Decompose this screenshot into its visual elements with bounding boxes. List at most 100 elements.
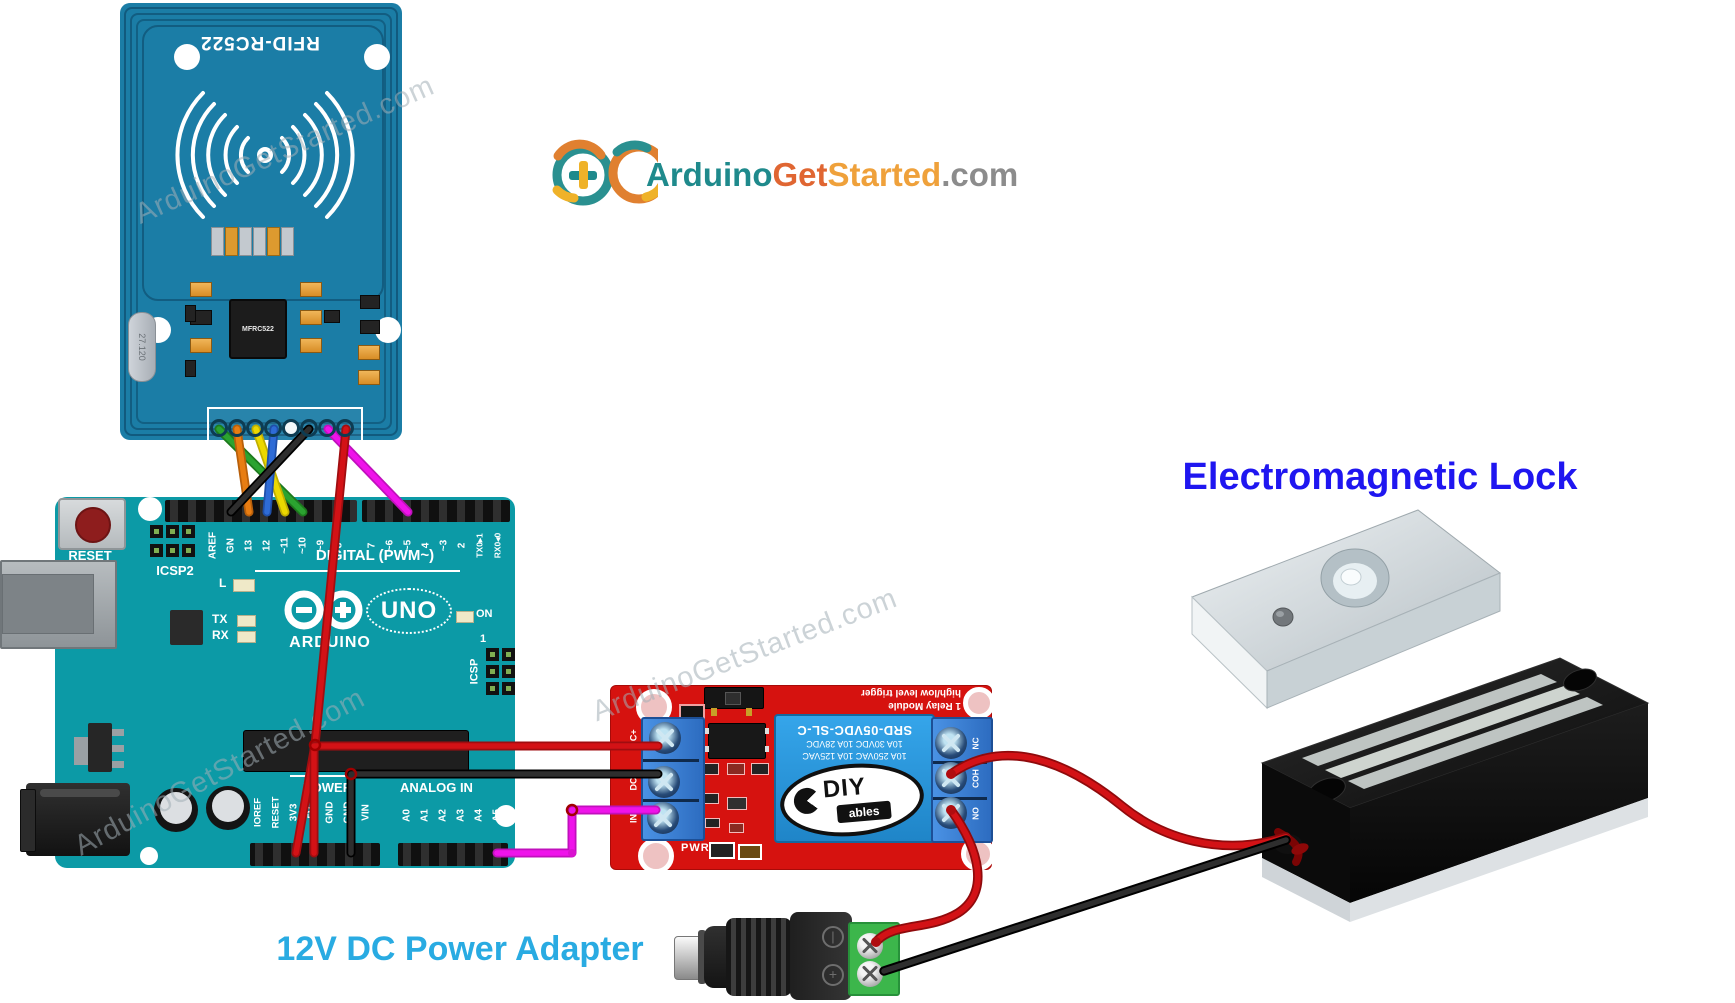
uno-label: UNO: [380, 597, 438, 624]
terminal-screw-no: [935, 797, 967, 829]
no-label: NO: [970, 807, 981, 820]
lock-core-strip: [1325, 686, 1580, 778]
polarity-negative-icon: |: [822, 926, 844, 948]
digital-caption: DIGITAL (PWM~): [315, 547, 435, 564]
in-label: IN: [628, 814, 639, 823]
icsp2-pin: [150, 543, 163, 557]
dc-power-jack: [20, 783, 130, 856]
digital-header-left: [165, 500, 357, 522]
capacitor: [281, 227, 294, 256]
terminal-divider: [643, 799, 699, 802]
lock-caption: Electromagnetic Lock: [1182, 456, 1578, 498]
icsp-pin: [486, 648, 499, 661]
capacitor: [225, 227, 238, 256]
dc-adapter-ring: [698, 930, 706, 984]
icsp2-pin: [182, 543, 195, 557]
regulator-leg: [112, 729, 124, 736]
mounting-hole: [364, 44, 390, 70]
optocoupler-chip: [705, 723, 769, 759]
electrolytic-capacitor: [206, 786, 250, 830]
pin-label: A2: [437, 809, 449, 822]
regulator-leg: [112, 745, 124, 752]
diyables-mark-icon: [792, 786, 821, 816]
smd-component: [190, 282, 212, 297]
lock-core-strip: [1348, 697, 1603, 789]
smd-component: [360, 320, 380, 334]
mounting-hole: [638, 838, 674, 874]
smd-component: [751, 763, 769, 775]
reset-button-cap: [75, 507, 111, 543]
on-label: ON: [476, 608, 493, 620]
smd-component: [727, 763, 745, 775]
com-label: COH: [970, 769, 981, 788]
led-rx: [237, 631, 256, 643]
usb-connector: [0, 560, 117, 649]
arduino-infinity-icon: [284, 590, 363, 630]
silk-line: [398, 775, 493, 777]
relay-header-text: 1 Relay Module high/low level trigger: [811, 686, 961, 712]
logo-text-started: Started: [827, 156, 942, 193]
crystal-label: 27.120: [137, 333, 147, 361]
smd-component: [727, 797, 747, 810]
relay-header-line1: 1 Relay Module: [888, 700, 961, 711]
led-tx: [237, 615, 256, 627]
capacitor: [211, 227, 224, 256]
jumper-pin: [746, 708, 752, 716]
pin-label: GND: [324, 801, 336, 824]
terminal-screw-dc-minus: [648, 766, 680, 798]
smd-component: [729, 823, 744, 833]
smd-component: [703, 793, 719, 804]
rfid-pin-header: [207, 407, 363, 443]
antenna-arcs-icon: [175, 91, 355, 219]
pin-label: 5V: [306, 806, 318, 819]
icsp-pin-one-label: 1: [480, 633, 487, 645]
lock-base-front: [1350, 798, 1648, 922]
diyables-ables-label: ables: [848, 803, 880, 821]
dc-plus-label: DC+: [628, 729, 639, 748]
dc-adapter-taper: [704, 926, 728, 988]
terminal-screw-in: [647, 802, 679, 834]
terminal-divider: [643, 759, 699, 762]
terminal-screw-dc-plus: [649, 722, 681, 754]
led-l: [233, 579, 255, 592]
pin-label: AREF: [207, 531, 219, 560]
pin-label: RX0◂0: [492, 532, 503, 559]
adapter-terminal-screw-plus: [857, 933, 883, 959]
chip-pin: [765, 728, 769, 734]
icsp2-pin: [166, 543, 179, 557]
dc-adapter-body: | +: [790, 912, 852, 1000]
pin-label: 3V3: [288, 803, 300, 822]
rfid-rc522-module: RFID-RC522: [120, 3, 402, 443]
pin-label: GN: [225, 538, 237, 553]
led-rx-label: RX: [212, 628, 229, 642]
smd-component: [324, 310, 340, 323]
pin-label: A1: [419, 809, 431, 822]
smd-component: [190, 338, 212, 353]
wire-joint: [568, 849, 576, 857]
mfrc522-chip-label: MFRC522: [242, 325, 274, 333]
smd-component: [358, 345, 380, 360]
adapter-terminal-block: [848, 922, 900, 996]
voltage-regulator-body: [88, 723, 112, 772]
adapter-terminal-screw-minus: [857, 961, 883, 987]
jumper-block: [704, 687, 764, 709]
relay-rating-line3: 10A 250VAC 10A 125VAC: [802, 751, 907, 761]
pin-label: A0: [401, 809, 413, 822]
relay-rating-line2: 10A 30VDC 10A 28VDC: [806, 739, 903, 749]
icsp2-pin: [150, 525, 163, 538]
mfrc522-chip: MFRC522: [229, 299, 287, 359]
dc-adapter-ribs: [726, 918, 792, 996]
arduinogetstarted-logo-icon: [552, 139, 658, 206]
smd-component: [185, 305, 196, 322]
analog-header: [398, 843, 508, 866]
icsp-pin: [502, 682, 515, 695]
uno-badge: UNO: [366, 588, 452, 634]
wire-joint: [565, 803, 579, 817]
jumper-cap: [725, 692, 741, 705]
logo-text-arduino: Arduino: [646, 156, 773, 193]
relay-module: 1 Relay Module high/low level trigger 10: [610, 685, 995, 874]
chip-pin: [705, 728, 709, 734]
diyables-diy-label: DIY: [821, 772, 868, 804]
icsp-header: [486, 648, 516, 696]
